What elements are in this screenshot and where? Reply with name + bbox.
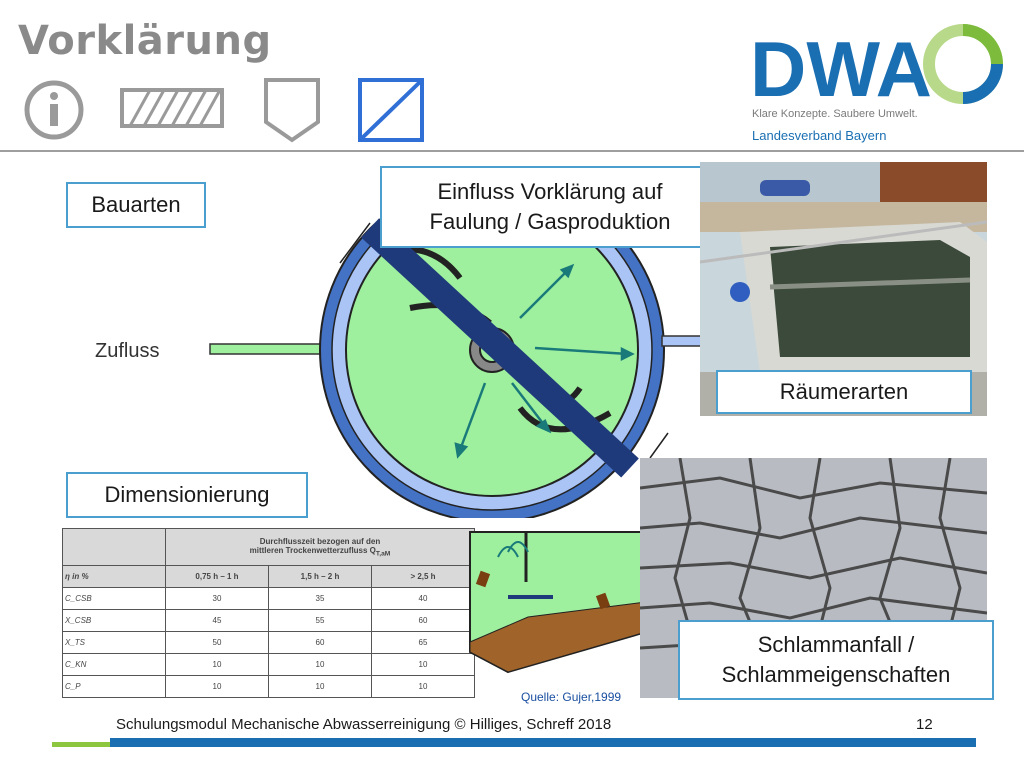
- bauarten-box[interactable]: Bauarten: [66, 182, 206, 228]
- einfluss-label-line1: Einfluss Vorklärung auf: [437, 179, 663, 204]
- dimension-table-wrapper: Durchflusszeit bezogen auf den mittleren…: [62, 528, 475, 698]
- inflow-pipe: [209, 343, 331, 355]
- section-diagram: [469, 531, 647, 674]
- slide-title: Vorklärung: [18, 18, 272, 64]
- source-note: Quelle: Gujer,1999: [521, 690, 622, 704]
- bauarten-label: Bauarten: [91, 192, 181, 217]
- shield-icon: [264, 78, 320, 143]
- outflow-pipe: [661, 335, 703, 347]
- footer-accent-green: [52, 742, 110, 747]
- title-divider: [0, 150, 1024, 152]
- schlamm-box[interactable]: Schlammanfall / Schlammeigenschaften: [678, 620, 994, 700]
- dwa-logo: DWA Klare Konzepte. Saubere Umwelt. Land…: [748, 18, 1008, 148]
- table-row-label-header: η in %: [62, 565, 166, 588]
- einfluss-label-line2: Faulung / Gasproduktion: [429, 209, 671, 234]
- table-col-header: 0,75 h – 1 h: [165, 565, 269, 588]
- dimension-table: Durchflusszeit bezogen auf den mittleren…: [62, 528, 475, 698]
- zufluss-label: Zufluss: [95, 340, 160, 362]
- page-number: 12: [916, 716, 933, 733]
- hatched-bar-icon: [120, 88, 224, 128]
- round-tank-diagram: [209, 177, 703, 518]
- einfluss-box[interactable]: Einfluss Vorklärung auf Faulung / Gaspro…: [380, 166, 720, 248]
- icon-row: [24, 78, 424, 143]
- schlamm-label-line2: Schlammeigenschaften: [721, 662, 951, 687]
- diagonal-square-icon: [358, 78, 424, 142]
- table-col-header: > 2,5 h: [371, 565, 475, 588]
- logo-wordmark: DWA: [750, 25, 932, 108]
- schlamm-label-line1: Schlammanfall /: [757, 632, 915, 657]
- dimensionierung-box[interactable]: Dimensionierung: [66, 472, 308, 518]
- logo-region: Landesverband Bayern: [752, 128, 887, 143]
- table-col-header: 1,5 h – 2 h: [268, 565, 372, 588]
- footer-bar: [110, 738, 976, 747]
- raeumerarten-box[interactable]: Räumerarten: [716, 370, 972, 414]
- footer-text: Schulungsmodul Mechanische Abwasserreini…: [116, 716, 612, 733]
- dimensionierung-label: Dimensionierung: [104, 482, 270, 507]
- logo-tagline: Klare Konzepte. Saubere Umwelt.: [752, 108, 918, 120]
- table-header: Durchflusszeit bezogen auf den mittleren…: [165, 528, 475, 566]
- scraper-bridge: [361, 218, 639, 478]
- info-icon: [24, 80, 84, 140]
- raeumerarten-label: Räumerarten: [779, 379, 909, 404]
